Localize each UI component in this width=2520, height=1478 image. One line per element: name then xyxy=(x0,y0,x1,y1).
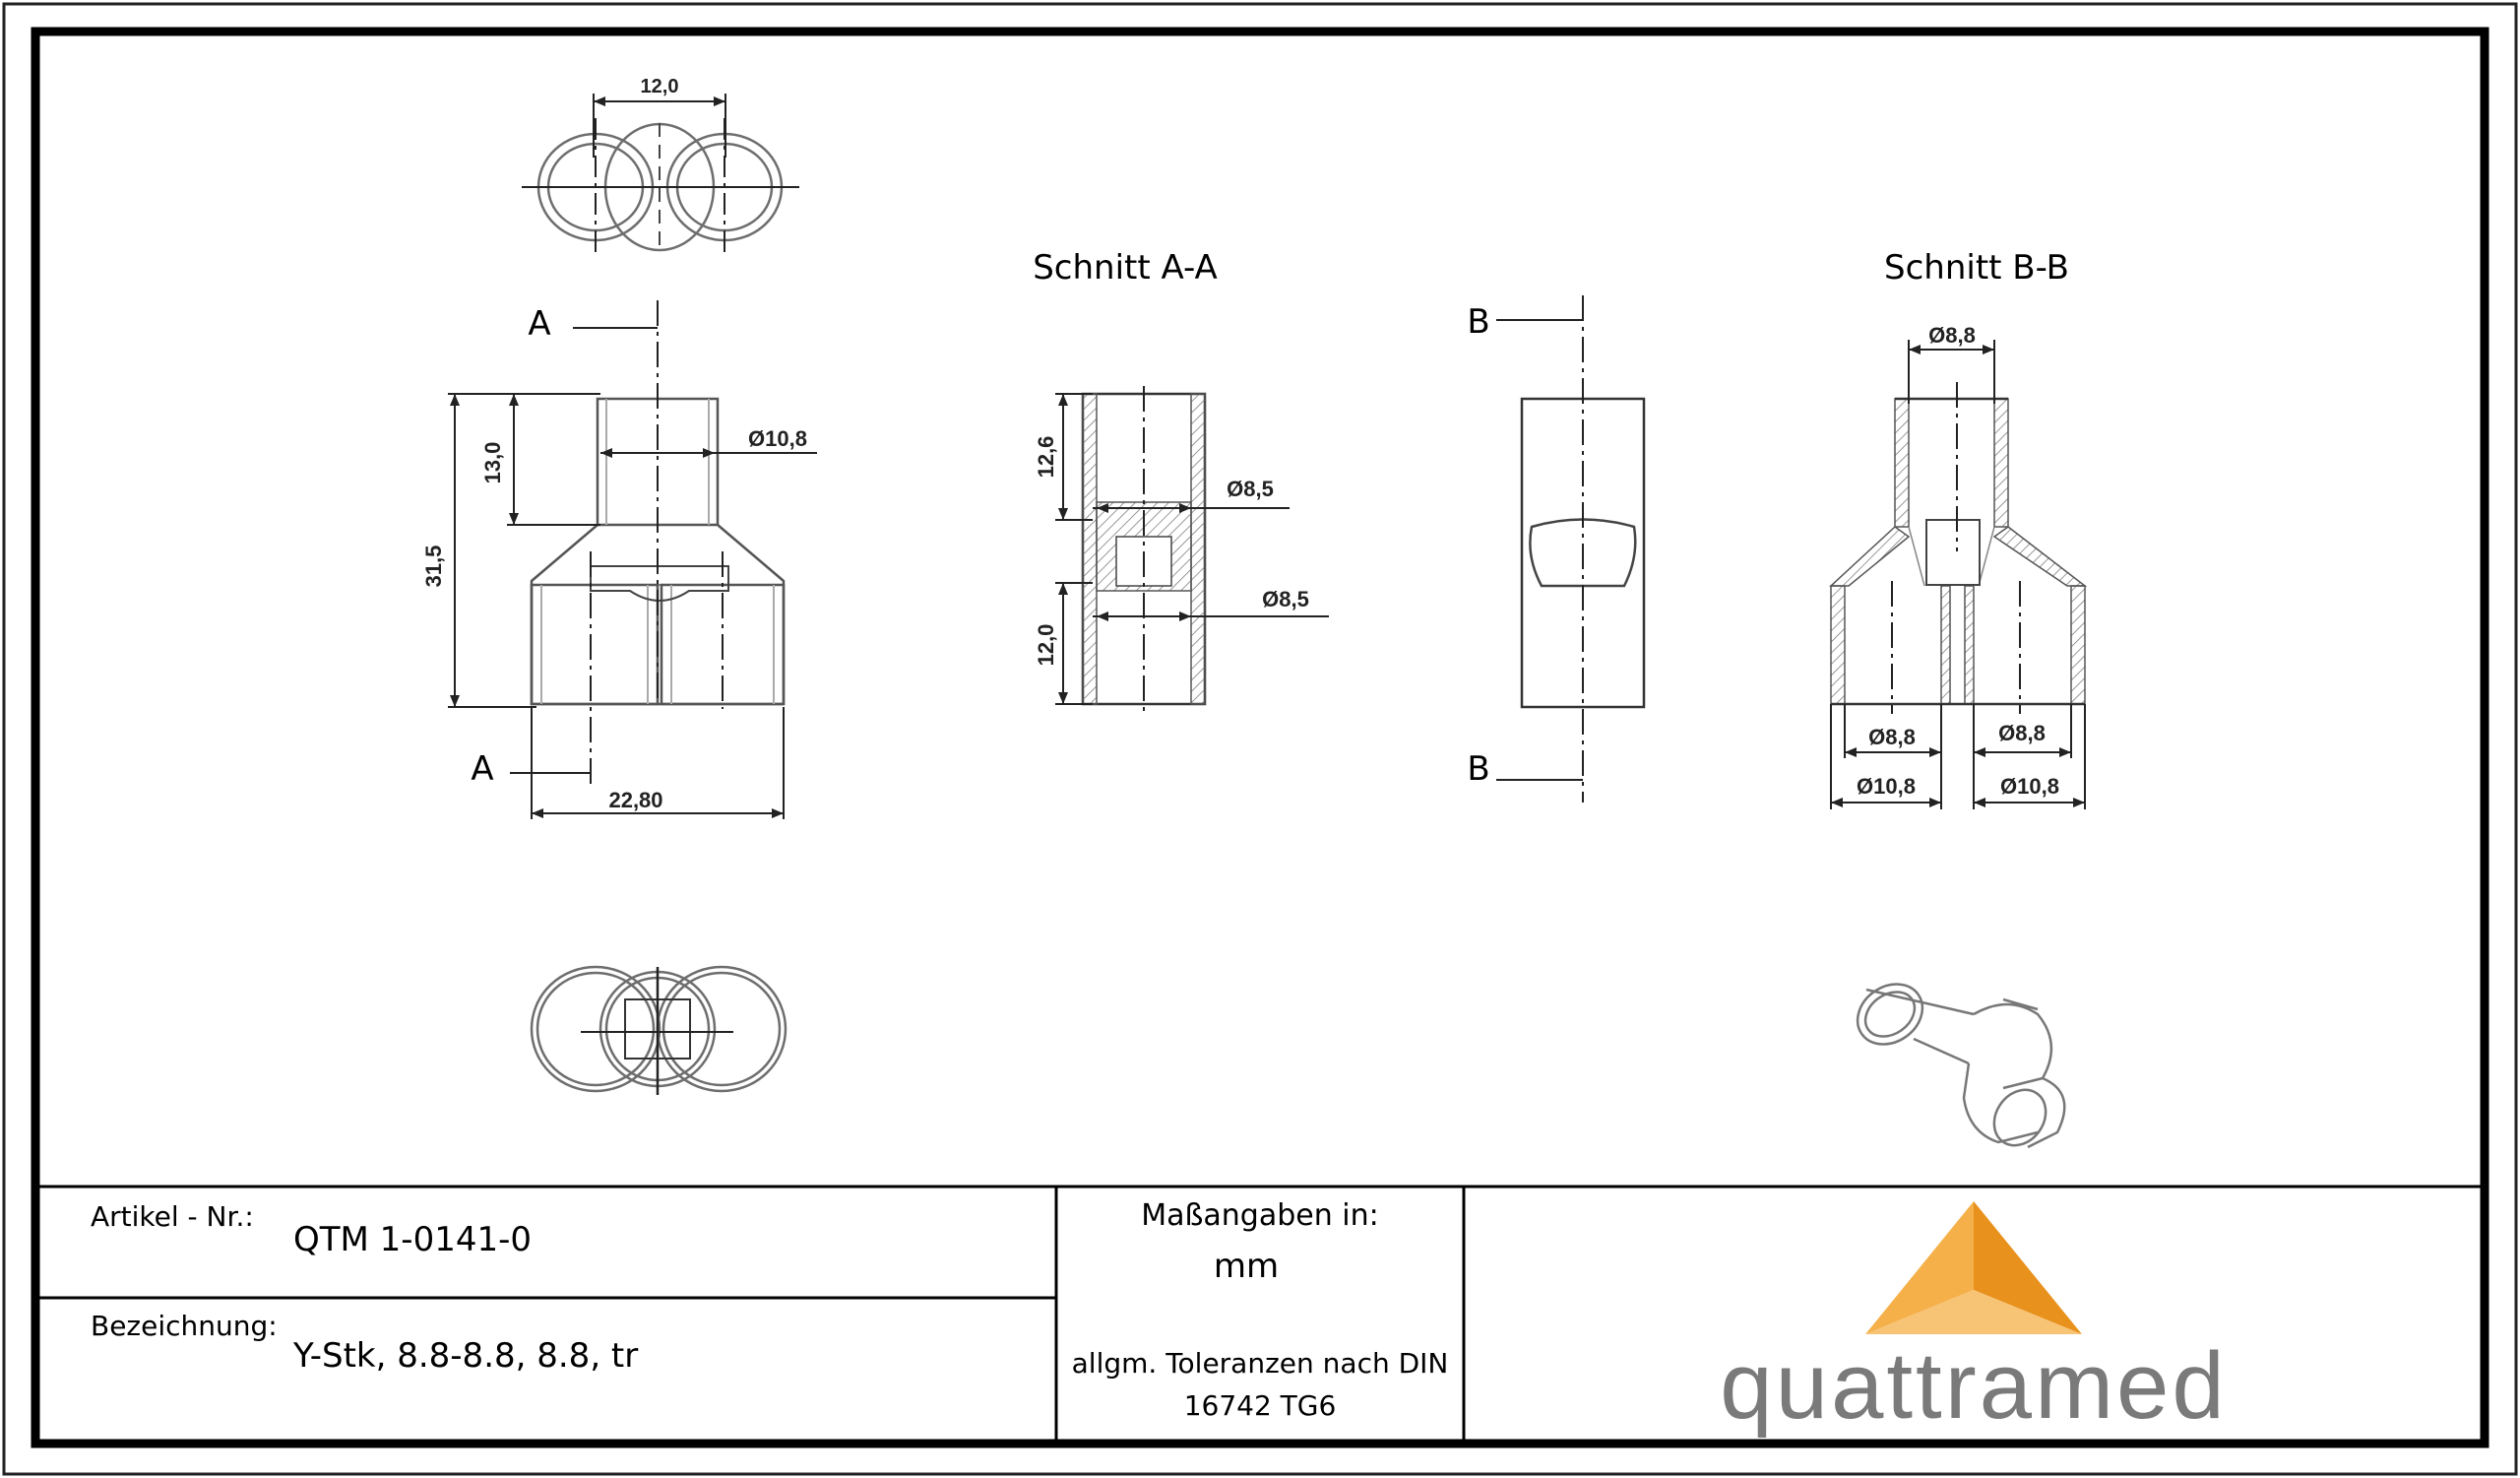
section-aa-view xyxy=(1055,386,1329,711)
article-number-label: Artikel - Nr.: xyxy=(91,1200,254,1233)
dim-height-total: 31,5 xyxy=(421,546,446,588)
dim-diameter-outer: Ø10,8 xyxy=(748,426,807,451)
dim-bb-top-dia: Ø8,8 xyxy=(1928,323,1976,348)
tolerance-line-2: 16742 TG6 xyxy=(1184,1389,1337,1422)
dim-aa-lower: 12,0 xyxy=(1034,624,1058,667)
dim-aa-dia-2: Ø8,5 xyxy=(1262,587,1309,611)
designation-value: Y-Stk, 8.8-8.8, 8.8, tr xyxy=(292,1336,638,1376)
dim-aa-upper: 12,6 xyxy=(1034,436,1058,479)
title-block-lines xyxy=(35,1185,2485,1444)
article-number-value: QTM 1-0141-0 xyxy=(293,1220,532,1259)
section-title-aa: Schnitt A-A xyxy=(1033,248,1218,288)
dim-top-spacing: 12,0 xyxy=(641,76,679,97)
section-mark-a-bottom: A xyxy=(471,749,493,789)
units-value: mm xyxy=(1214,1247,1279,1286)
dim-bb-inner-right: Ø8,8 xyxy=(1998,721,2046,745)
section-mark-a-top: A xyxy=(528,304,550,344)
side-view xyxy=(1496,295,1646,803)
bottom-view xyxy=(530,965,788,1095)
dim-width-total: 22,80 xyxy=(608,788,662,812)
tolerance-line-1: allgm. Toleranzen nach DIN xyxy=(1072,1347,1449,1380)
section-bb-view xyxy=(1829,340,2088,809)
dim-height-upper: 13,0 xyxy=(480,442,505,484)
inner-border xyxy=(31,27,2489,1448)
front-view xyxy=(448,300,817,819)
dim-aa-dia-1: Ø8,5 xyxy=(1227,477,1274,501)
units-label: Maßangaben in: xyxy=(1141,1198,1379,1233)
logo-text: quattramed xyxy=(1720,1333,2228,1439)
section-mark-b-top: B xyxy=(1467,302,1489,342)
quattramed-logo: quattramed xyxy=(1720,1201,2228,1439)
designation-label: Bezeichnung: xyxy=(91,1310,278,1342)
section-title-bb: Schnitt B-B xyxy=(1884,248,2069,288)
dim-bb-outer-left: Ø10,8 xyxy=(1857,774,1916,799)
dim-bb-outer-right: Ø10,8 xyxy=(2000,774,2059,799)
section-mark-b-bottom: B xyxy=(1467,749,1489,789)
top-view xyxy=(522,94,799,254)
logo-triangle-base xyxy=(1865,1290,2082,1334)
isometric-view xyxy=(1856,983,2066,1149)
dim-bb-inner-left: Ø8,8 xyxy=(1868,725,1916,749)
